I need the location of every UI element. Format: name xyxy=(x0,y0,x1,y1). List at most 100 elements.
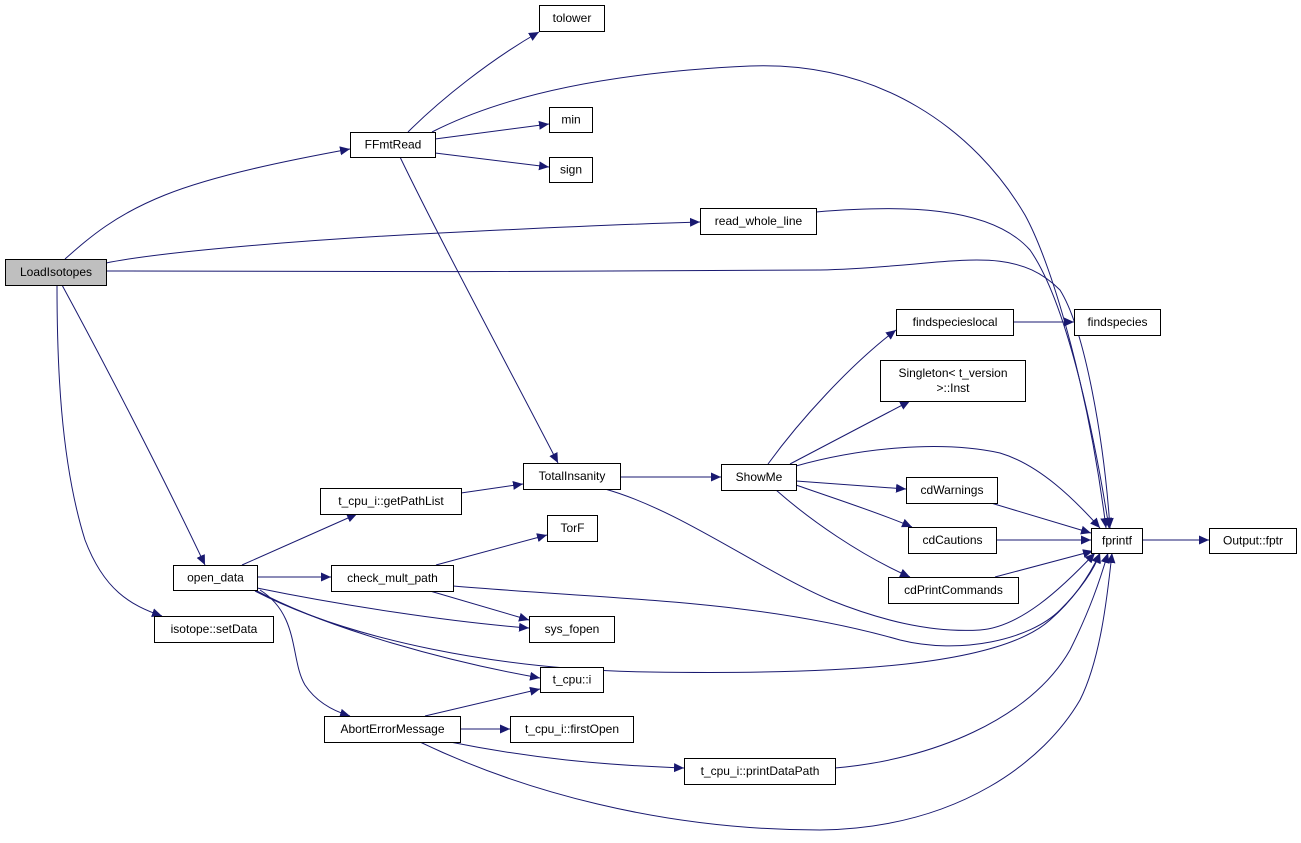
edge-check_mult_path-to-sys_fopen xyxy=(429,590,530,622)
edge-open_data-to-AbortErrorMessage xyxy=(259,589,351,718)
edge-LoadIsotopes-to-open_data xyxy=(61,284,206,566)
edge-cdWarnings-to-fprintf xyxy=(990,502,1092,535)
node-t_cpu_i[interactable]: t_cpu::i xyxy=(540,667,604,693)
node-label: TotalInsanity xyxy=(539,469,606,483)
node-label: check_mult_path xyxy=(347,571,438,585)
edge-check_mult_path-to-TorF xyxy=(435,533,548,566)
node-cdCautions[interactable]: cdCautions xyxy=(908,527,997,554)
node-label: LoadIsotopes xyxy=(20,265,92,279)
node-label: FFmtRead xyxy=(365,138,422,152)
node-label: read_whole_line xyxy=(715,214,803,228)
node-box xyxy=(700,208,817,235)
node-sign[interactable]: sign xyxy=(549,157,593,183)
node-findspecies[interactable]: findspecies xyxy=(1074,309,1161,336)
edge-ShowMe-to-cdPrintCommands xyxy=(775,489,911,578)
node-box xyxy=(1209,528,1297,554)
node-label: findspecies xyxy=(1087,315,1147,329)
node-min[interactable]: min xyxy=(549,107,593,133)
node-getPathList[interactable]: t_cpu_i::getPathList xyxy=(320,488,462,515)
node-label: fprintf xyxy=(1102,534,1133,548)
node-label: Output::fptr xyxy=(1223,534,1283,548)
node-box xyxy=(549,107,593,133)
node-cdPrintCommands[interactable]: cdPrintCommands xyxy=(888,577,1019,604)
node-box xyxy=(547,515,598,542)
edge-LoadIsotopes-to-isotope_setData xyxy=(56,284,163,618)
edge-open_data-to-getPathList xyxy=(241,513,358,566)
nodes-layer: LoadIsotopes FFmtRead tolower min sign read_w… xyxy=(5,5,1297,785)
edge-ShowMe-to-Singleton_Inst xyxy=(789,400,911,465)
node-read_whole_line[interactable]: read_whole_line xyxy=(700,208,817,235)
edge-FFmtRead-to-tolower xyxy=(407,31,540,133)
node-box xyxy=(908,527,997,554)
node-open_data[interactable]: open_data xyxy=(173,565,258,591)
node-box xyxy=(5,259,107,286)
edge-ShowMe-to-cdCautions xyxy=(795,484,913,528)
node-box xyxy=(350,132,436,158)
node-box xyxy=(721,464,797,491)
node-label: tolower xyxy=(553,11,592,25)
node-label: min xyxy=(561,113,580,127)
edges-layer xyxy=(56,31,1209,831)
edge-LoadIsotopes-to-read_whole_line xyxy=(105,217,701,264)
node-LoadIsotopes[interactable]: LoadIsotopes xyxy=(5,259,107,286)
node-box xyxy=(1074,309,1161,336)
node-box xyxy=(1091,528,1143,554)
node-fprintf[interactable]: fprintf xyxy=(1091,528,1143,554)
edge-TotalInsanity-to-fprintf xyxy=(604,488,1096,631)
edge-open_data-to-t_cpu_i xyxy=(254,589,541,681)
node-TotalInsanity[interactable]: TotalInsanity xyxy=(523,463,621,490)
node-box xyxy=(896,309,1014,336)
node-AbortErrorMessage[interactable]: AbortErrorMessage xyxy=(324,716,461,743)
node-box xyxy=(880,360,1026,402)
node-label: Singleton< t_version xyxy=(898,366,1007,380)
edge-LoadIsotopes-to-FFmtRead xyxy=(64,146,351,260)
edge-AbortErrorMessage-to-printDataPath xyxy=(449,741,685,773)
node-firstOpen[interactable]: t_cpu_i::firstOpen xyxy=(510,716,634,743)
node-printDataPath[interactable]: t_cpu_i::printDataPath xyxy=(684,758,836,785)
edge-FFmtRead-to-fprintf xyxy=(431,65,1110,529)
node-cdWarnings[interactable]: cdWarnings xyxy=(906,477,998,504)
node-box xyxy=(510,716,634,743)
node-label: t_cpu::i xyxy=(553,673,592,687)
node-box xyxy=(529,616,615,643)
edge-AbortErrorMessage-to-t_cpu_i xyxy=(424,686,541,717)
node-isotope_setData[interactable]: isotope::setData xyxy=(154,616,274,643)
edge-ShowMe-to-findspecieslocal xyxy=(767,329,897,465)
node-label: t_cpu_i::firstOpen xyxy=(525,722,619,736)
edge-getPathList-to-TotalInsanity xyxy=(460,480,524,494)
node-check_mult_path[interactable]: check_mult_path xyxy=(331,565,454,592)
node-label: isotope::setData xyxy=(171,622,258,636)
node-box xyxy=(173,565,258,591)
node-box xyxy=(523,463,621,490)
node-label: cdWarnings xyxy=(921,483,984,497)
edge-FFmtRead-to-sign xyxy=(434,152,550,171)
edge-ShowMe-to-fprintf xyxy=(795,446,1101,529)
node-ShowMe[interactable]: ShowMe xyxy=(721,464,797,491)
node-Singleton_Inst[interactable]: Singleton< t_version>::Inst xyxy=(880,360,1026,402)
node-box xyxy=(539,5,605,32)
node-label: open_data xyxy=(187,571,244,585)
node-TorF[interactable]: TorF xyxy=(547,515,598,542)
edge-FFmtRead-to-min xyxy=(434,120,550,140)
edge-FFmtRead-to-TotalInsanity xyxy=(399,156,559,464)
node-box xyxy=(906,477,998,504)
node-label: t_cpu_i::getPathList xyxy=(338,494,444,508)
edge-read_whole_line-to-fprintf xyxy=(815,208,1112,529)
node-box xyxy=(331,565,454,592)
edge-LoadIsotopes-to-fprintf xyxy=(105,259,1114,529)
node-label: cdPrintCommands xyxy=(904,583,1003,597)
node-Output_fptr[interactable]: Output::fptr xyxy=(1209,528,1297,554)
node-label: t_cpu_i::printDataPath xyxy=(701,764,820,778)
edge-check_mult_path-to-fprintf xyxy=(452,552,1101,647)
node-findspecieslocal[interactable]: findspecieslocal xyxy=(896,309,1014,336)
edge-ShowMe-to-cdWarnings xyxy=(795,480,907,493)
node-box xyxy=(540,667,604,693)
edge-printDataPath-to-fprintf xyxy=(834,552,1110,769)
node-FFmtRead[interactable]: FFmtRead xyxy=(350,132,436,158)
edge-open_data-to-sys_fopen xyxy=(256,587,530,632)
node-label: >::Inst xyxy=(936,381,970,395)
node-sys_fopen[interactable]: sys_fopen xyxy=(529,616,615,643)
node-tolower[interactable]: tolower xyxy=(539,5,605,32)
edge-cdPrintCommands-to-fprintf xyxy=(994,549,1094,578)
